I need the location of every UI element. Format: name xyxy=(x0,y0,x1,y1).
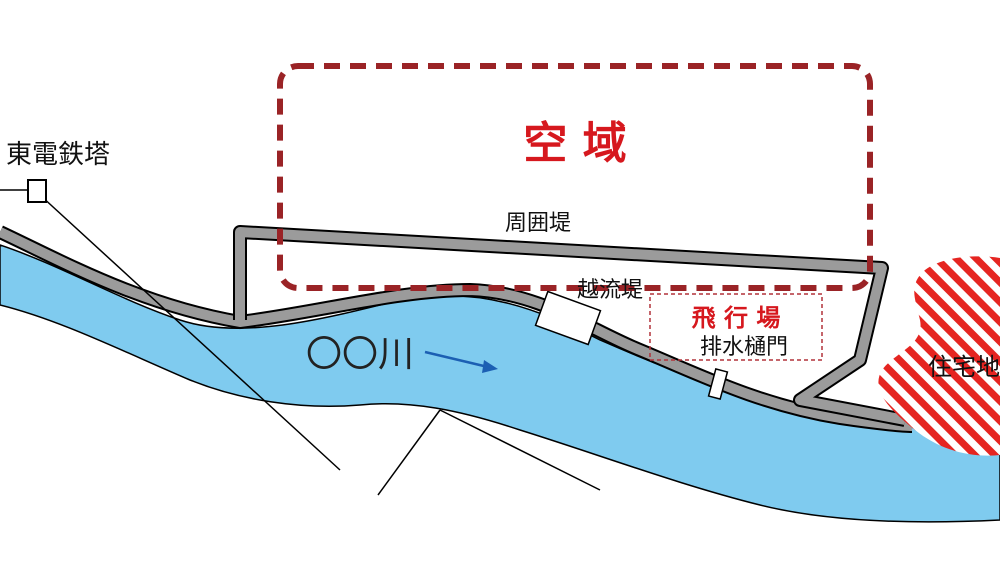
perimeter-levee xyxy=(235,227,906,425)
residential-area xyxy=(878,256,1000,456)
river-label: 〇〇川 xyxy=(306,334,414,375)
power-line-3 xyxy=(439,409,601,491)
airfield-boundary xyxy=(649,293,823,361)
airspace-label: 空 域 xyxy=(523,118,626,169)
overflow-levee-structure xyxy=(534,290,602,346)
perimeter-levee-label: 周囲堤 xyxy=(505,211,571,236)
airspace-boundary xyxy=(277,63,873,291)
flow-arrow xyxy=(424,350,489,369)
power-line-1 xyxy=(39,194,341,471)
power-line-2 xyxy=(377,409,441,496)
residential-label: 住宅地 xyxy=(928,353,1000,381)
airfield-label: 飛 行 場 xyxy=(692,304,781,332)
river-area xyxy=(0,244,1000,523)
drainage-gate-structure xyxy=(707,368,729,400)
flow-arrow-head xyxy=(482,360,498,373)
left-bank-levee xyxy=(0,227,913,431)
overflow-levee-label: 越流堤 xyxy=(577,278,643,303)
power-tower-label: 東電鉄塔 xyxy=(6,140,110,170)
drainage-gate-label: 排水樋門 xyxy=(700,335,788,360)
power-tower-icon xyxy=(27,179,47,203)
